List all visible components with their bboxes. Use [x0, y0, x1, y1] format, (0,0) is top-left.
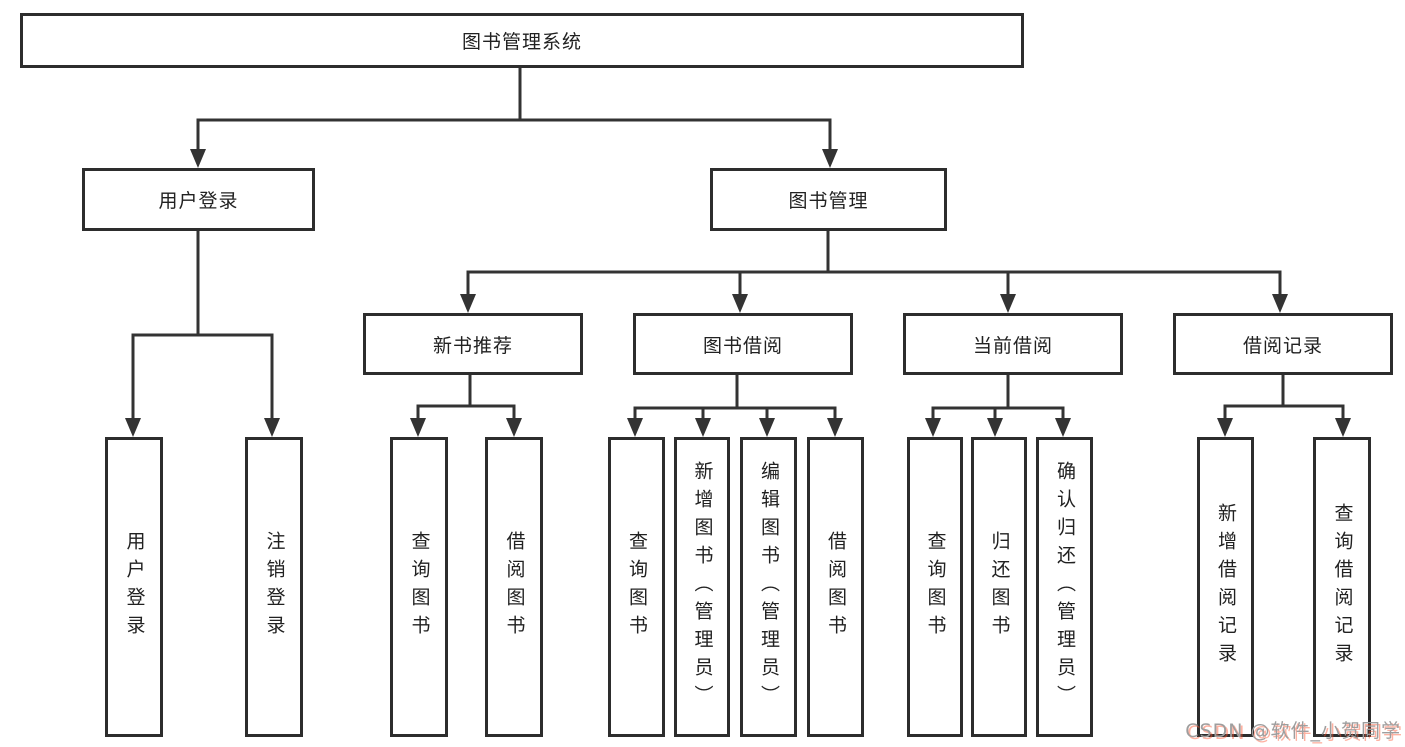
node-label: 归还图书	[988, 531, 1011, 643]
leaf-query-borrow-record: 查询借阅记录	[1313, 437, 1371, 737]
leaf-confirm-return-admin: 确认归还（管理员）	[1036, 437, 1093, 737]
leaf-query-books-current: 查询图书	[907, 437, 963, 737]
connector-paths	[131, 68, 1345, 421]
node-label: 查询图书	[924, 531, 947, 643]
node-label: 编辑图书（管理员）	[758, 461, 780, 713]
node-label: 图书管理	[788, 190, 869, 212]
node-label: 查询图书	[626, 531, 648, 643]
node-label: 用户登录	[123, 531, 146, 643]
node-label: 当前借阅	[972, 334, 1053, 357]
node-user-login: 用户登录	[82, 168, 315, 231]
arrowheads	[125, 149, 1351, 437]
node-label: 图书管理系统	[461, 31, 582, 53]
leaf-edit-books-admin: 编辑图书（管理员）	[740, 437, 797, 737]
node-label: 注销登录	[263, 531, 286, 643]
leaf-query-books-borrow: 查询图书	[608, 437, 665, 737]
leaf-borrow-books: 借阅图书	[807, 437, 864, 737]
node-label: 确认归还（管理员）	[1054, 461, 1076, 713]
node-label: 查询借阅记录	[1331, 503, 1354, 671]
node-new-book-recommend: 新书推荐	[363, 313, 583, 375]
node-label: 查询图书	[408, 531, 431, 643]
node-root-system: 图书管理系统	[20, 13, 1024, 68]
node-label: 新书推荐	[432, 334, 513, 357]
node-label: 借阅记录	[1242, 334, 1323, 357]
node-book-borrow: 图书借阅	[633, 313, 853, 375]
leaf-borrow-books-recommend: 借阅图书	[485, 437, 543, 737]
leaf-user-login: 用户登录	[105, 437, 163, 737]
leaf-return-books: 归还图书	[971, 437, 1027, 737]
node-label: 用户登录	[158, 190, 239, 212]
leaf-add-borrow-record: 新增借阅记录	[1197, 437, 1254, 737]
node-label: 图书借阅	[702, 334, 783, 357]
node-label: 借阅图书	[503, 531, 526, 643]
node-borrow-records: 借阅记录	[1173, 313, 1393, 375]
csdn-watermark: CSDN @软件_小贺同学	[1185, 720, 1401, 742]
leaf-add-books-admin: 新增图书（管理员）	[674, 437, 730, 737]
node-label: 借阅图书	[825, 531, 847, 643]
leaf-logout: 注销登录	[245, 437, 303, 737]
node-book-management: 图书管理	[710, 168, 947, 231]
node-current-borrow: 当前借阅	[903, 313, 1123, 375]
node-label: 新增借阅记录	[1215, 503, 1237, 671]
leaf-query-books-recommend: 查询图书	[390, 437, 448, 737]
node-label: 新增图书（管理员）	[691, 461, 714, 713]
